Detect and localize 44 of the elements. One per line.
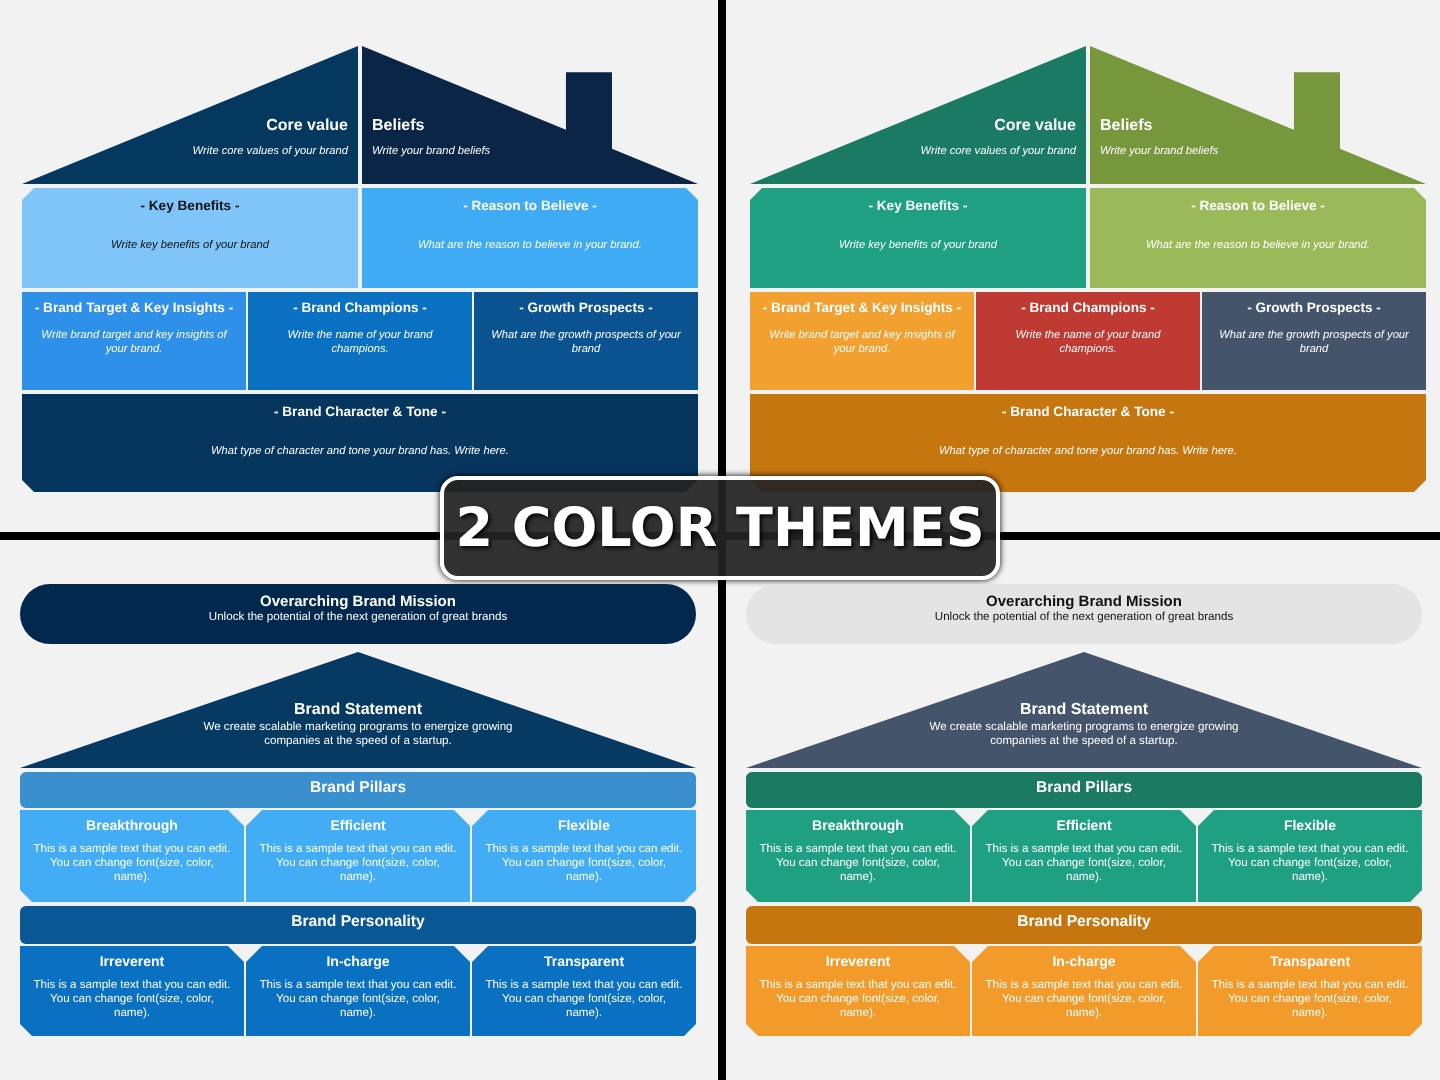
pillar-panel <box>1198 810 1422 902</box>
pillar-panel <box>20 810 244 902</box>
house-panel <box>750 188 1086 288</box>
mission-banner <box>746 584 1422 644</box>
panel-heading: Core value <box>264 116 348 136</box>
statement-roof <box>20 652 696 768</box>
house-panel <box>474 292 698 390</box>
panel-heading: Beliefs <box>372 116 427 136</box>
section-header <box>746 772 1422 808</box>
house-panel <box>750 292 974 390</box>
pillar-panel <box>246 810 470 902</box>
roof-panel <box>22 46 358 184</box>
roof-panel <box>1090 46 1426 184</box>
pillar-panel <box>472 946 696 1036</box>
mission-banner <box>20 584 696 644</box>
panel-heading: Beliefs <box>1100 116 1155 136</box>
roof-panel <box>750 46 1086 184</box>
house-panel <box>22 292 246 390</box>
house-panel <box>362 188 698 288</box>
panel-heading: Core value <box>992 116 1076 136</box>
pillar-panel <box>972 946 1196 1036</box>
house-panel <box>22 188 358 288</box>
house-panel <box>976 292 1200 390</box>
statement-roof <box>746 652 1422 768</box>
house-panel <box>1202 292 1426 390</box>
pillar-panel <box>20 946 244 1036</box>
pillar-panel <box>246 946 470 1036</box>
section-header <box>20 772 696 808</box>
pillar-panel <box>1198 946 1422 1036</box>
house-panel <box>750 394 1426 492</box>
house-panel <box>22 394 698 492</box>
house-panel <box>1090 188 1426 288</box>
pillar-panel <box>472 810 696 902</box>
section-header <box>20 906 696 944</box>
panel-heading: Brand Statement <box>1017 700 1150 720</box>
pillar-panel <box>972 810 1196 902</box>
theme-banner <box>440 476 1000 580</box>
banner-title: 2 COLOR THEMES <box>453 498 987 563</box>
house-panel <box>248 292 472 390</box>
section-header <box>746 906 1422 944</box>
pillar-panel <box>746 946 970 1036</box>
roof-panel <box>362 46 698 184</box>
panel-heading: Brand Statement <box>291 700 424 720</box>
pillar-panel <box>746 810 970 902</box>
